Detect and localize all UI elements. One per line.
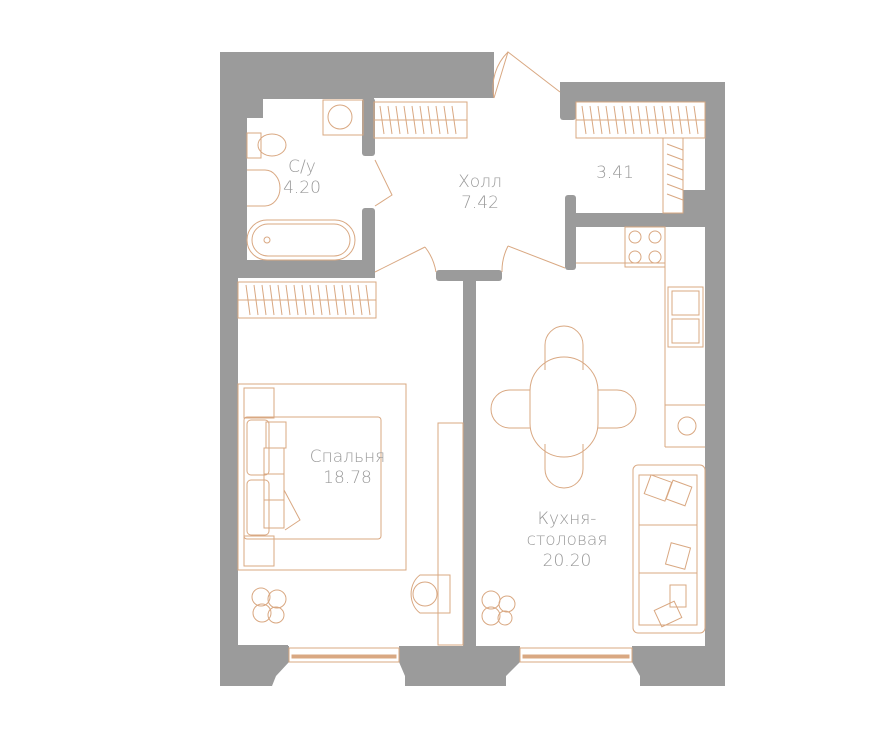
room-area: 7.42 xyxy=(461,193,499,213)
room-label-bedroom: Спальня 18.78 xyxy=(295,447,400,489)
room-area: 4.20 xyxy=(283,178,321,198)
room-name-line2: столовая xyxy=(526,530,608,550)
room-name: Спальня xyxy=(309,447,386,467)
room-label-bathroom: С/у 4.20 xyxy=(272,157,332,199)
room-label-hall: Холл 7.42 xyxy=(440,172,520,214)
room-area: 20.20 xyxy=(542,551,592,571)
room-name-line1: Кухня- xyxy=(537,509,597,529)
room-name: Холл xyxy=(458,172,502,192)
walls xyxy=(220,52,725,686)
room-label-kitchen: Кухня- столовая 20.20 xyxy=(512,509,622,572)
room-area: 3.41 xyxy=(596,163,634,183)
room-area: 18.78 xyxy=(323,468,372,488)
room-label-storage: 3.41 xyxy=(585,163,645,184)
room-name: С/у xyxy=(288,157,316,177)
fixtures xyxy=(237,51,706,663)
